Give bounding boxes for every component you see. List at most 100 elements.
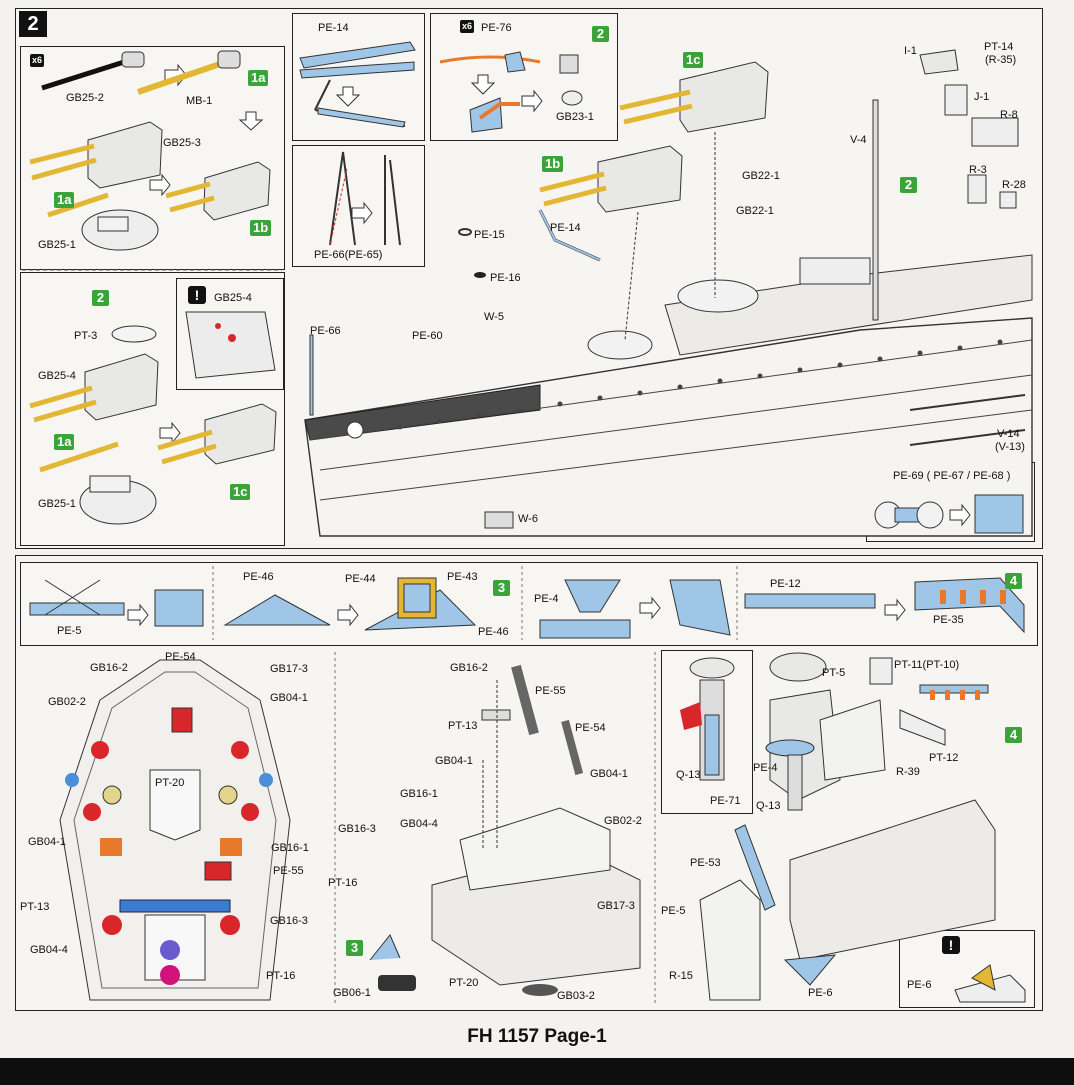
substep-1b: 1b: [250, 220, 272, 236]
part-label: GB04-1: [28, 836, 66, 848]
part-label: GB02-2: [604, 815, 642, 827]
part-label: PT-16: [266, 970, 296, 982]
part-label: GB17-3: [270, 663, 308, 675]
qty-badge: x6: [30, 54, 45, 67]
part-label: PE-55: [535, 685, 566, 697]
part-label: W-6: [518, 513, 538, 525]
part-label: GB04-4: [400, 818, 438, 830]
page-footer: FH 1157 Page-1: [467, 1026, 607, 1047]
part-label: GB25-3: [163, 137, 201, 149]
part-label: PE-43: [447, 571, 478, 583]
part-label: Q-13: [756, 800, 781, 812]
part-label: PE-46: [478, 626, 509, 638]
warning-icon: !: [188, 286, 206, 304]
part-label: PT-3: [74, 330, 98, 342]
qty-badge-pe76: x6: [460, 20, 475, 33]
part-label: PT-20: [449, 977, 479, 989]
substep-3: 3: [493, 580, 510, 596]
part-label: GB04-4: [30, 944, 68, 956]
part-label: PE-69 ( PE-67 / PE-68 ): [893, 470, 1011, 482]
part-label: PE-4: [534, 593, 559, 605]
part-label: PE-14: [318, 22, 349, 34]
part-label: R-28: [1002, 179, 1026, 191]
part-label: PE-66: [310, 325, 341, 337]
part-label: PE-71: [710, 795, 741, 807]
substep-3-ref: 3: [346, 940, 363, 956]
part-label: GB16-2: [450, 662, 488, 674]
part-label: GB03-2: [557, 990, 595, 1002]
part-label: PE-5: [661, 905, 686, 917]
part-label: PE-44: [345, 573, 376, 585]
part-label: PT-5: [822, 667, 846, 679]
part-label: GB16-1: [271, 842, 309, 854]
part-label: PT-13: [20, 901, 50, 913]
part-label: I-1: [904, 45, 917, 57]
part-label: PT-20: [155, 777, 185, 789]
part-label: PE-12: [770, 578, 801, 590]
part-label: V-4: [850, 134, 867, 146]
part-label: PE-16: [490, 272, 521, 284]
part-label: PE-46: [243, 571, 274, 583]
part-label: PE-60: [412, 330, 443, 342]
part-label: GB04-1: [590, 768, 628, 780]
part-label: PE-5: [57, 625, 82, 637]
substep-1c-ship: 1c: [683, 52, 704, 68]
substep-1b-ship: 1b: [542, 156, 564, 172]
part-label: GB25-2: [66, 92, 104, 104]
part-label: GB17-3: [597, 900, 635, 912]
part-label: PE-35: [933, 614, 964, 626]
part-label: PE-53: [690, 857, 721, 869]
substep-1a: 1a: [248, 70, 269, 86]
part-label: PE-6: [907, 979, 932, 991]
box-pe76: [430, 13, 618, 141]
substep-4: 4: [1005, 573, 1022, 589]
substep-2: 2: [592, 26, 609, 42]
part-label: (V-13): [995, 441, 1025, 453]
substep-2-mast: 2: [900, 177, 917, 193]
box-pe66: [292, 145, 425, 267]
part-label: GB25-1: [38, 498, 76, 510]
part-label: R-39: [896, 766, 920, 778]
part-label: GB16-3: [338, 823, 376, 835]
part-label: PE-55: [273, 865, 304, 877]
part-label: V-14: [997, 428, 1020, 440]
part-label: GB22-1: [742, 170, 780, 182]
part-label: R-8: [1000, 109, 1018, 121]
part-label: PT-14: [984, 41, 1014, 53]
part-label: PT-13: [448, 720, 478, 732]
part-label: GB23-1: [556, 111, 594, 123]
part-label: GB06-1: [333, 987, 371, 999]
part-label: (R-35): [985, 54, 1017, 66]
part-label: GB16-1: [400, 788, 438, 800]
substep-2-turret: 2: [92, 290, 109, 306]
part-label: PE-54: [575, 722, 606, 734]
part-label: J-1: [974, 91, 990, 103]
part-label: GB16-2: [90, 662, 128, 674]
part-label: GB16-3: [270, 915, 308, 927]
part-label: PT-11(PT-10): [894, 659, 960, 671]
part-label: PE-14: [550, 222, 581, 234]
substep-4-ref: 4: [1005, 727, 1022, 743]
part-label: PE-66(PE-65): [314, 249, 383, 261]
part-label: R-3: [969, 164, 987, 176]
substep-1a-ref-2: 1a: [54, 434, 75, 450]
part-label: GB04-1: [270, 692, 308, 704]
part-label: PT-12: [929, 752, 959, 764]
part-label: PE-76: [481, 22, 512, 34]
part-label: PT-16: [328, 877, 358, 889]
part-label: PE-4: [753, 762, 778, 774]
part-label: GB25-1: [38, 239, 76, 251]
part-label: MB-1: [186, 95, 213, 107]
part-label: PE-6: [808, 987, 833, 999]
part-label: PE-15: [474, 229, 505, 241]
part-label: GB04-1: [435, 755, 473, 767]
bottom-bar: [0, 1058, 1074, 1085]
part-label: GB25-4: [214, 292, 252, 304]
part-label: GB22-1: [736, 205, 774, 217]
step-number: 2: [19, 11, 47, 37]
part-label: PE-54: [165, 651, 196, 663]
substep-1c: 1c: [230, 484, 251, 500]
part-label: R-15: [669, 970, 693, 982]
substep-1a-ref: 1a: [54, 192, 75, 208]
